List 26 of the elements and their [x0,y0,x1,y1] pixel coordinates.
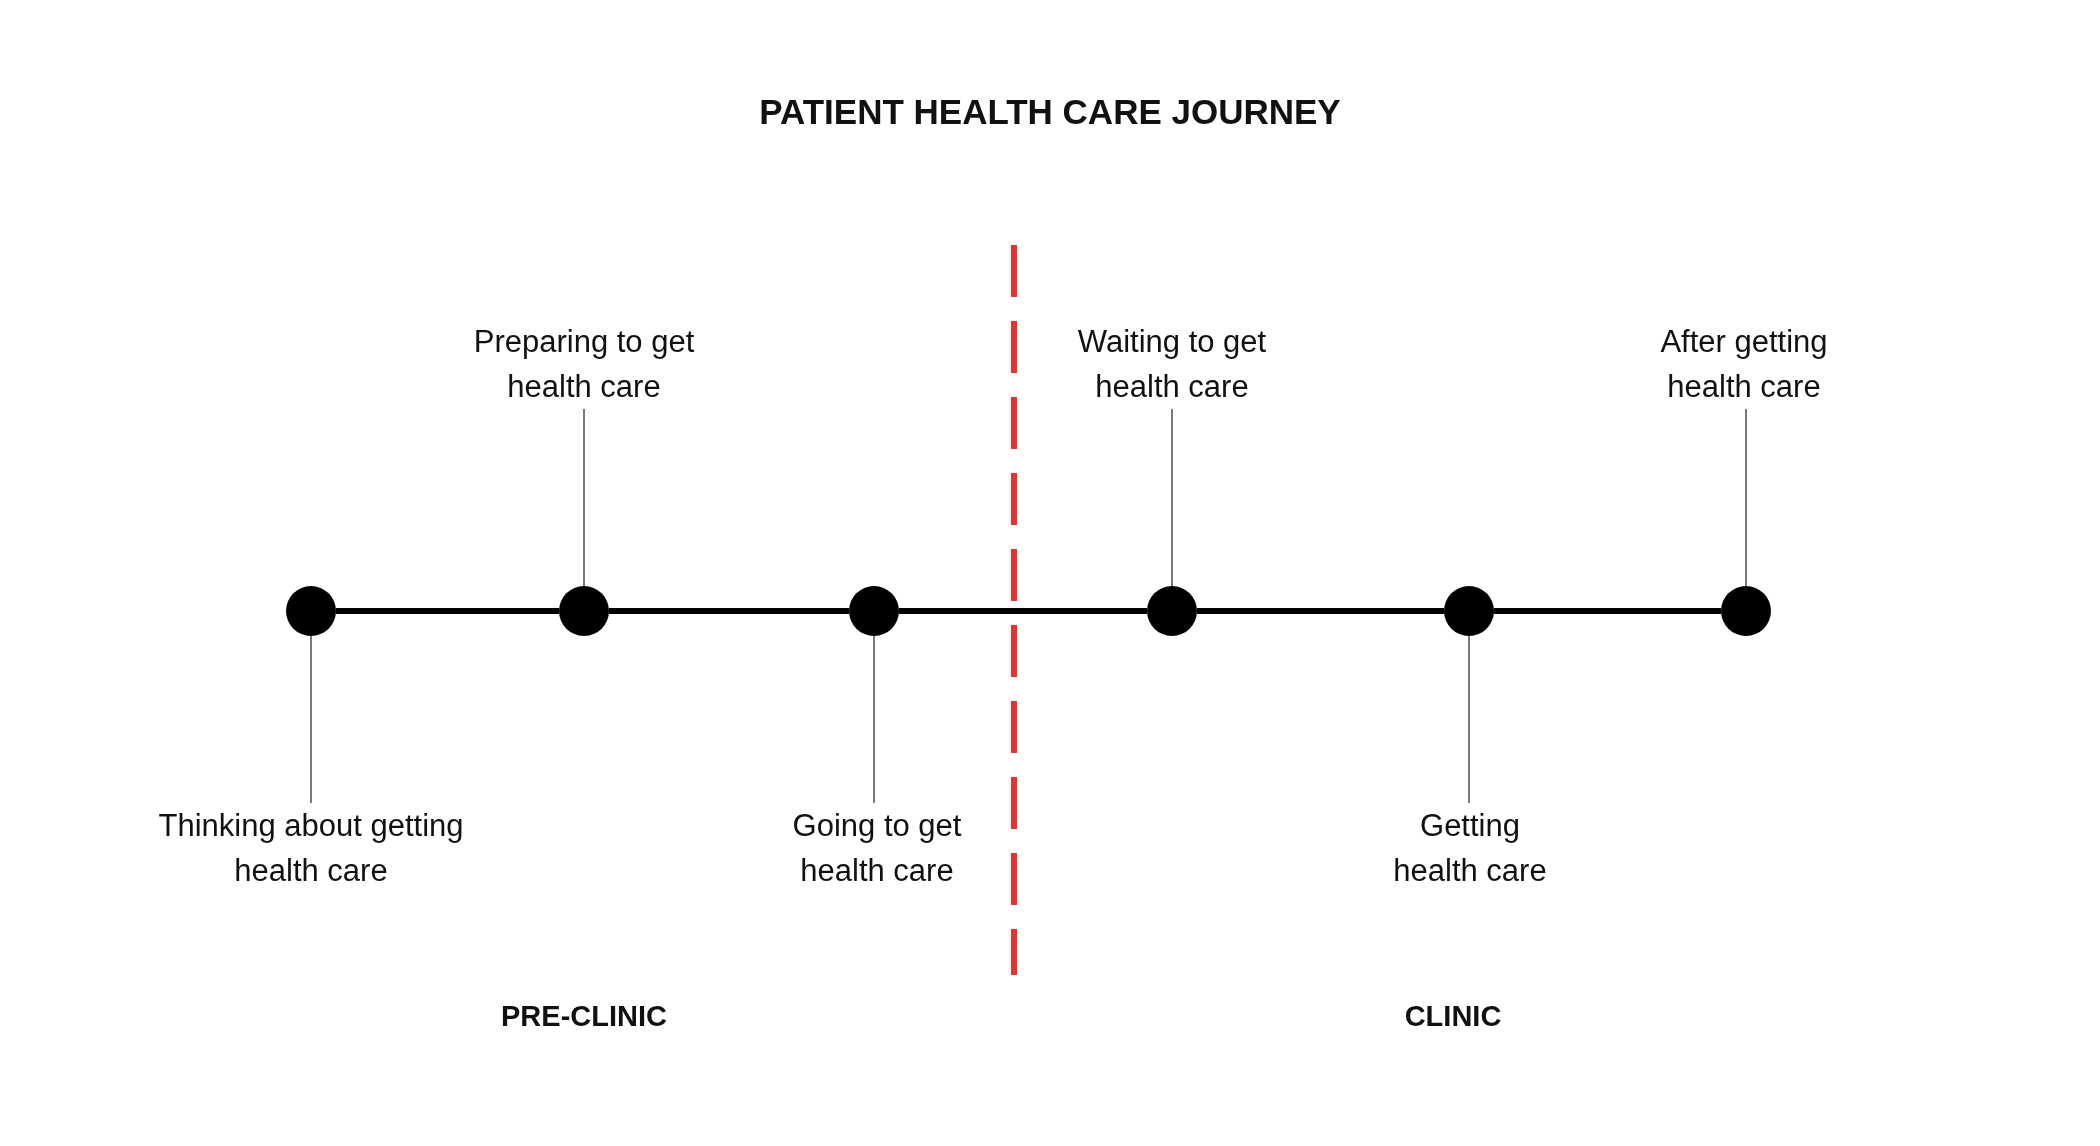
leader-line [1745,408,1747,587]
stage-label: After getting health care [1629,319,1859,409]
leader-line [1468,635,1470,804]
stage-label: Thinking about getting health care [131,803,491,893]
leader-line [1171,408,1173,587]
timeline-line [899,608,1147,614]
stage-label: Preparing to get health care [454,319,714,409]
leader-line [583,408,585,587]
leader-line [873,635,875,804]
stage-label: Getting health care [1385,803,1555,893]
title: PATIENT HEALTH CARE JOURNEY [758,92,1342,132]
timeline-line [1197,608,1444,614]
timeline-line [1494,608,1721,614]
timeline-dot [1721,586,1771,636]
section-label: PRE-CLINIC [501,1000,667,1033]
timeline-dot [286,586,336,636]
timeline-dot [1147,586,1197,636]
timeline-dot [849,586,899,636]
timeline-line [336,608,559,614]
stage-label: Waiting to get health care [1052,319,1292,409]
timeline-dot [1444,586,1494,636]
stage-label: Going to get health care [762,803,992,893]
timeline-line [609,608,849,614]
timeline-dot [559,586,609,636]
section-label: CLINIC [1404,1000,1502,1033]
leader-line [310,635,312,804]
